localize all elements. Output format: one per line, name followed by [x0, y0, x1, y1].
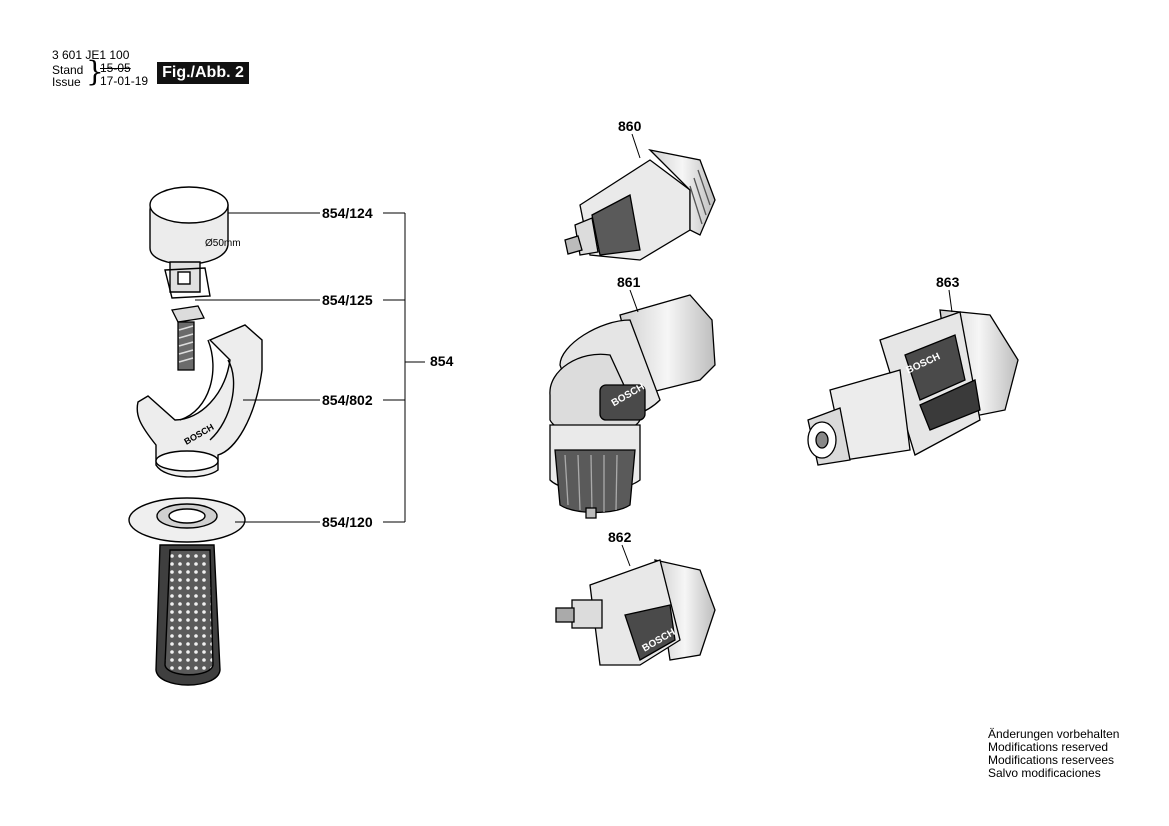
callout-854-120: 854/120: [322, 514, 373, 530]
callout-860: 860: [618, 118, 642, 134]
footer-notice: Änderungen vorbehalten Modifications res…: [988, 728, 1119, 780]
footer-line-fr: Modifications reservees: [988, 753, 1115, 767]
brace-icon: }: [86, 55, 104, 88]
footer-line-es: Salvo modificaciones: [988, 766, 1101, 780]
callout-854: 854: [430, 353, 454, 369]
clamp-band-part: [149, 186, 229, 299]
right-leader-lines: [621, 133, 953, 567]
new-date: 17-01-19: [100, 74, 149, 88]
footer-line-de: Änderungen vorbehalten: [988, 727, 1120, 741]
bit-holder-part: [555, 559, 716, 666]
callout-863: 863: [936, 274, 960, 290]
callout-854-125: 854/125: [322, 292, 373, 308]
footer-line-en: Modifications reserved: [988, 740, 1109, 754]
stand-label: Stand: [52, 63, 84, 77]
callout-862: 862: [608, 529, 632, 545]
left-leader-lines: [195, 212, 425, 523]
callout-854-802: 854/802: [322, 392, 373, 408]
diameter-annotation: Ø50mm: [205, 238, 241, 249]
handle-grip-part: [128, 497, 246, 686]
callout-861: 861: [617, 274, 641, 290]
callout-854-124: 854/124: [322, 205, 373, 221]
keyless-chuck-part: [564, 148, 716, 261]
handle-holder-part: [136, 324, 263, 478]
sds-attachment-part: [807, 309, 1019, 466]
angle-attachment-part: [549, 294, 716, 519]
old-date: 15-05: [100, 61, 131, 75]
t-bolt-part: [171, 305, 205, 371]
document-number: 3 601 JE1 100: [52, 48, 130, 62]
issue-label: Issue: [52, 75, 81, 89]
figure-badge: Fig./Abb. 2: [157, 62, 249, 84]
